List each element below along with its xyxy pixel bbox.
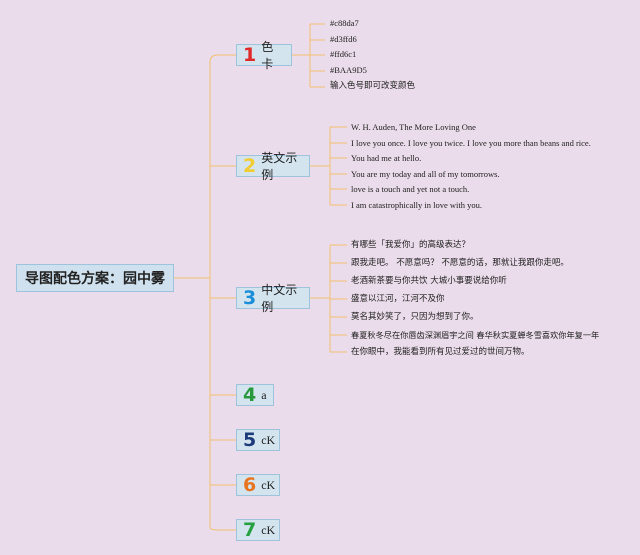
branch-6[interactable]: 6 cK: [236, 474, 280, 496]
root-topic[interactable]: 导图配色方案：园中雾: [16, 264, 174, 292]
branch-3-number: 3: [243, 286, 257, 309]
branch-6-number: 6: [243, 473, 257, 496]
branch-5-number: 5: [243, 428, 257, 451]
leaf-3-4[interactable]: 盛意以江河，江河不及你: [351, 294, 445, 304]
branch-2-label: 英文示例: [261, 151, 298, 182]
branch-7[interactable]: 7 cK: [236, 519, 280, 541]
leaf-3-5[interactable]: 莫名其妙笑了，只因为想到了你。: [351, 312, 479, 322]
leaf-1-2[interactable]: #d3ffd6: [330, 34, 357, 44]
branch-2-english-examples[interactable]: 2 英文示例: [236, 151, 310, 182]
branch-4[interactable]: 4 a: [236, 384, 274, 406]
leaf-3-6[interactable]: 春夏秋冬尽在你唇齿深渊眉宇之间 春华秋实夏蝉冬雪喜欢你年复一年: [351, 330, 600, 340]
branch-1-number: 1: [243, 43, 257, 66]
branch-3-chinese-examples[interactable]: 3 中文示例: [236, 283, 310, 314]
leaf-2-3[interactable]: You had me at hello.: [351, 153, 422, 163]
branch-7-number: 7: [243, 518, 257, 541]
leaf-3-1[interactable]: 有哪些「我爱你」的高级表达？: [351, 240, 471, 250]
leaf-3-7[interactable]: 在你眼中，我能看到所有见过爱过的世间万物。: [351, 347, 530, 357]
branch-7-label: cK: [261, 522, 276, 537]
branch-5-label: cK: [261, 432, 276, 447]
leaf-3-2[interactable]: 跟我走吧。 不愿意吗？ 不愿意的话，那就让我跟你走吧。: [351, 258, 569, 268]
branch-4-number: 4: [243, 383, 257, 406]
leaf-2-5[interactable]: love is a touch and yet not a touch.: [351, 184, 470, 194]
branch-6-label: cK: [261, 477, 276, 492]
branch-2-number: 2: [243, 154, 257, 177]
leaf-1-3[interactable]: #ffd6c1: [330, 49, 357, 59]
branch-3-label: 中文示例: [261, 283, 298, 314]
branch-1-color-card[interactable]: 1 色卡: [236, 40, 292, 71]
leaf-1-5[interactable]: 输入色号即可改变颜色: [330, 81, 416, 91]
leaf-3-3[interactable]: 老酒新茶要与你共饮 大城小事要说给你听: [351, 276, 507, 286]
branch-1-label: 色卡: [261, 40, 274, 71]
branch-4-label: a: [261, 387, 267, 402]
leaf-2-2[interactable]: I love you once. I love you twice. I lov…: [351, 138, 591, 148]
leaf-2-4[interactable]: You are my today and all of my tomorrows…: [351, 169, 500, 179]
leaf-1-1[interactable]: #c88da7: [330, 18, 359, 28]
leaf-2-6[interactable]: I am catastrophically in love with you.: [351, 200, 483, 210]
leaf-1-4[interactable]: #BAA9D5: [330, 65, 367, 75]
branch-5[interactable]: 5 cK: [236, 429, 280, 451]
leaf-2-1[interactable]: W. H. Auden, The More Loving One: [351, 122, 476, 132]
